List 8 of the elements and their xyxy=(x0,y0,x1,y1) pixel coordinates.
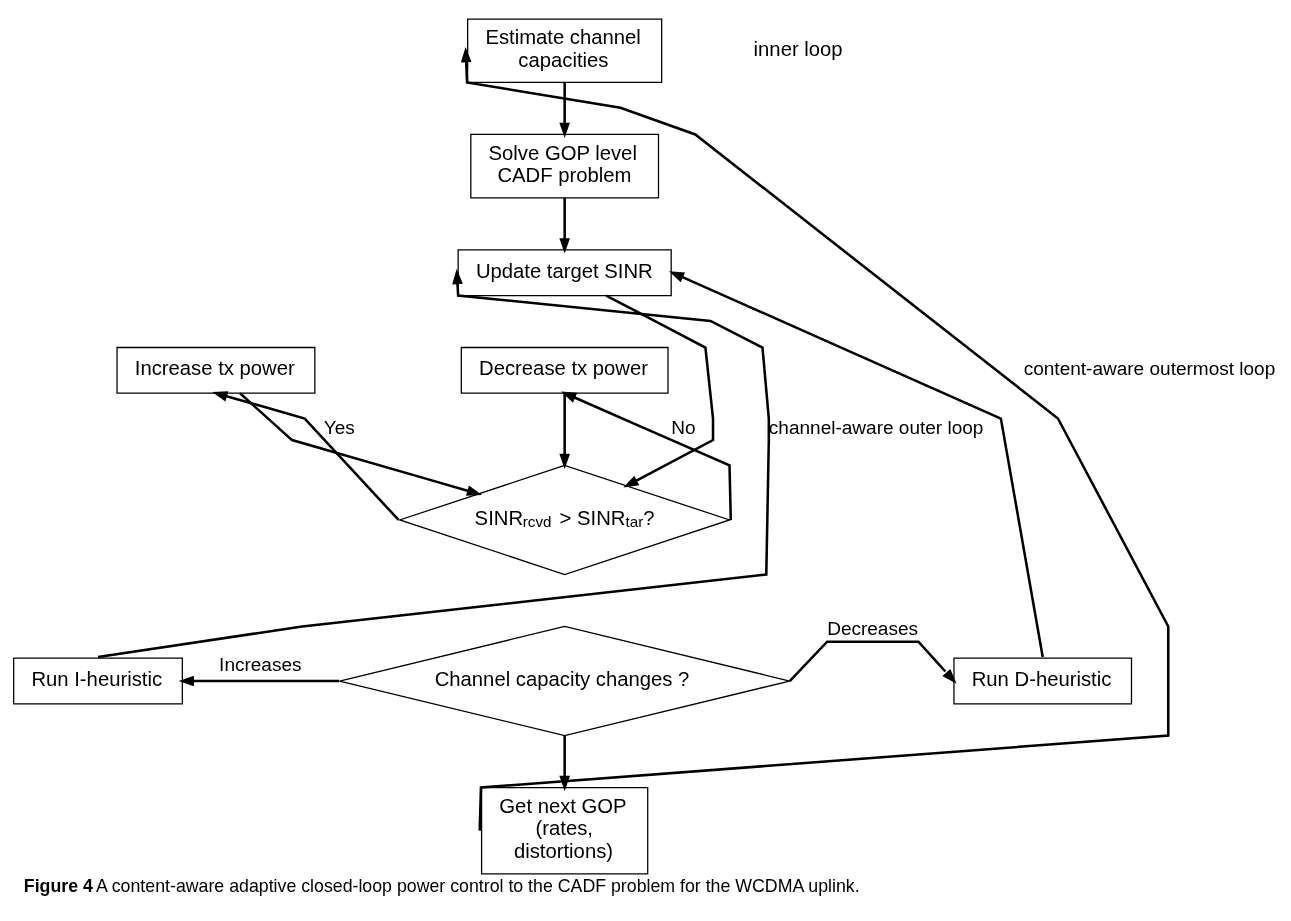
label: inner loop xyxy=(753,37,843,60)
edge-label: Decreases xyxy=(827,617,919,639)
edge-label: No xyxy=(671,416,696,438)
edge-label: content-aware outermost loop xyxy=(1023,357,1276,379)
edge-label: Yes xyxy=(323,416,355,438)
edge-label: Increases xyxy=(219,653,302,675)
edge-label: channel-aware outer loop xyxy=(768,416,984,438)
caption: Figure 4 A content-aware adaptive closed-loop power control to the CADF problem for the WCDMA uplink. xyxy=(23,875,860,896)
